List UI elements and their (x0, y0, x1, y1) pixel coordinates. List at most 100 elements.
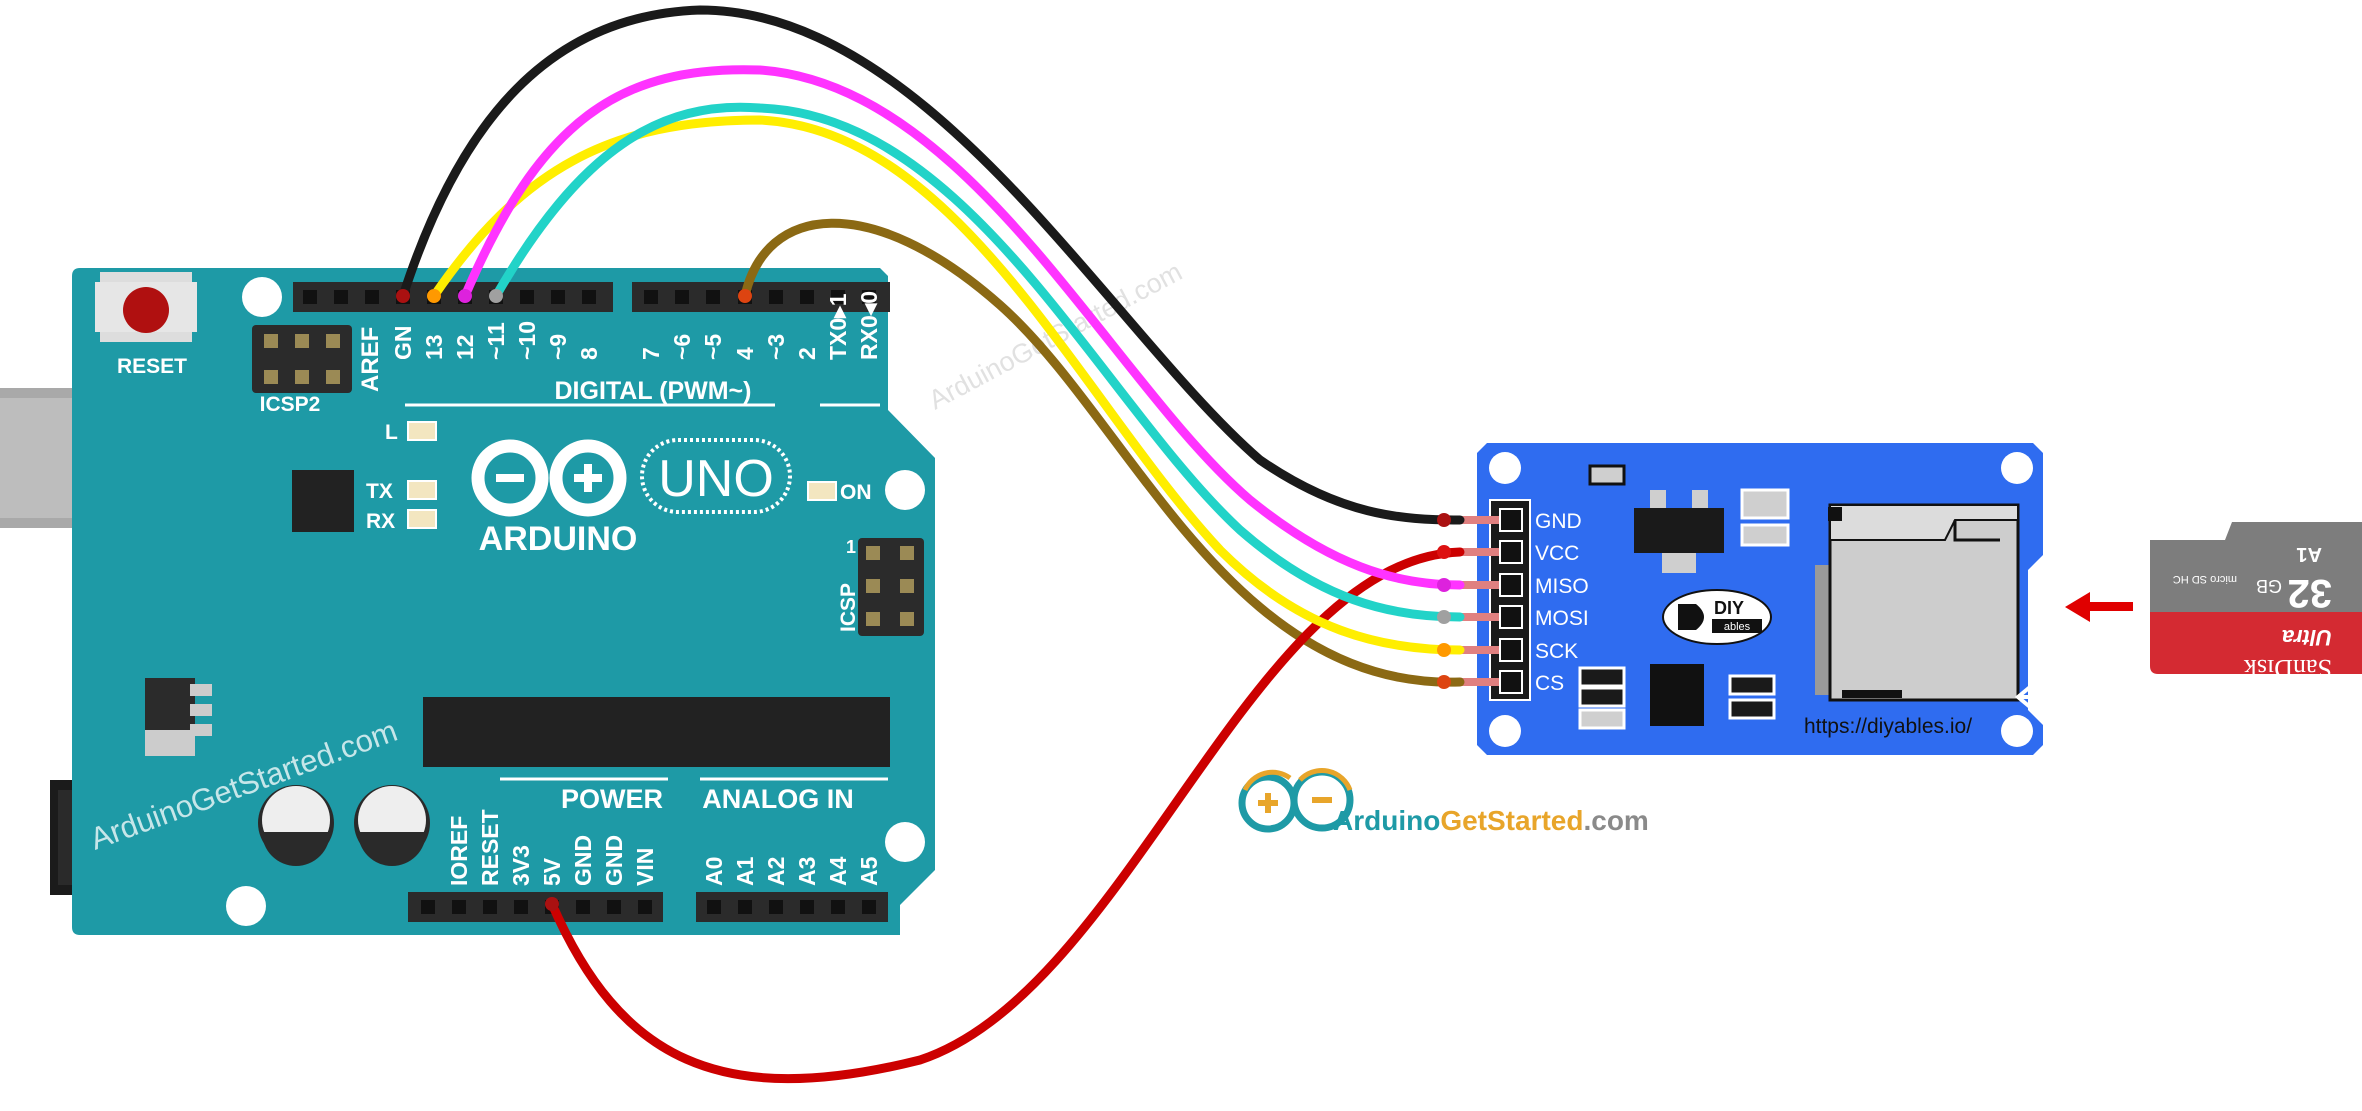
digital-pin-label: GN (390, 326, 416, 361)
analog-pin-label: A4 (825, 856, 851, 886)
mount-hole (226, 886, 266, 926)
module-pin (1499, 508, 1523, 532)
icsp-pin1-label: 1 (846, 537, 856, 557)
module-pin-lead (1446, 548, 1510, 556)
digital-pin-label: ~11 (483, 322, 509, 360)
analog-pin-label: A2 (763, 857, 789, 886)
logo-text-started: Started (1487, 805, 1583, 836)
reset-label: RESET (117, 355, 187, 378)
analog-pin-label: A1 (732, 856, 758, 886)
module-pin-header (1489, 499, 1531, 701)
module-pin-label: MOSI (1535, 607, 1589, 630)
analog-label: ANALOG IN (702, 784, 854, 814)
aref-label: AREF (357, 327, 384, 392)
module-pin-lead (1446, 581, 1510, 589)
wire-red (547, 547, 1465, 1084)
digital-pin-label: RX0◂0 (856, 291, 882, 360)
analog-pin-label: A5 (856, 856, 882, 886)
usb-chip (292, 470, 354, 532)
module-hole (2001, 452, 2033, 484)
micro-sd-card: SanDisk Ultra 32 GB A1 micro SD HC (2150, 522, 2362, 683)
sd-card-line: Ultra (2282, 625, 2332, 650)
module-pin-lead (1446, 516, 1510, 524)
led-l (407, 421, 437, 441)
insert-arrow (2065, 592, 2133, 622)
module-pin-lead (1446, 613, 1510, 621)
led-rx-label: RX (366, 510, 395, 533)
module-pin-label: SCK (1535, 640, 1578, 663)
power-pin-label: GND (570, 835, 596, 886)
power-pin-label: RESET (477, 809, 503, 886)
mount-hole (885, 470, 925, 510)
module-pin-lead (1446, 678, 1510, 686)
logo-text-get: Get (1440, 805, 1487, 836)
smd-component (1728, 674, 1776, 696)
smd-component (1578, 666, 1626, 688)
sd-card-unit: GB (2256, 576, 2282, 596)
module-hole (1489, 452, 1521, 484)
sd-card-brand: SanDisk (2244, 654, 2332, 683)
digital-pin-label: 4 (732, 347, 758, 360)
capacitor (354, 785, 430, 866)
digital-pin-label: 8 (576, 347, 602, 360)
analog-pin-label: A3 (794, 857, 820, 886)
module-pin-label: GND (1535, 510, 1582, 533)
led-on (807, 481, 837, 501)
wire-black (398, 5, 1465, 525)
icsp2-label: ICSP2 (260, 393, 321, 416)
module-hole (1489, 715, 1521, 747)
analog-pin-label: A0 (701, 857, 727, 886)
digital-pin-label: ~9 (545, 334, 571, 360)
insert-arrow-small (2014, 685, 2042, 709)
icsp-header (858, 538, 924, 636)
smd-component (1578, 686, 1626, 708)
capacitor (258, 785, 334, 866)
smd-component (1740, 523, 1790, 547)
digital-pin-label: ~10 (514, 321, 540, 360)
module-url: https://diyables.io/ (1804, 715, 1972, 738)
power-pin-label: 3V3 (508, 845, 534, 886)
uno-badge (640, 438, 792, 514)
sd-card-capacity: 32 (2288, 571, 2333, 615)
mount-hole (242, 277, 282, 317)
digital-pin-label: TX0▸1 (825, 293, 851, 360)
arduino-logo (471, 439, 627, 517)
power-header (408, 892, 888, 922)
icsp-label: ICSP (837, 583, 860, 632)
power-pin-label: IOREF (446, 816, 472, 886)
logo-text-com: .com (1583, 805, 1648, 836)
wire-magenta (460, 65, 1465, 590)
digital-pin-label: 13 (421, 334, 447, 360)
arduino-brand: ARDUINO (479, 520, 638, 558)
atmega-chip (423, 697, 890, 767)
module-pin (1499, 540, 1523, 564)
arduinogetstarted-logo: ArduinoGetStarted.com (1238, 768, 1649, 836)
digital-label: DIGITAL (PWM~) (555, 377, 752, 405)
digital-pin-label: 7 (638, 347, 664, 360)
sd-card-type: micro SD HC (2173, 573, 2237, 585)
module-pin (1499, 638, 1523, 662)
digital-pin-label: 12 (452, 334, 478, 360)
regulator-chip (1634, 490, 1724, 573)
module-hole (2001, 715, 2033, 747)
led-l-label: L (385, 421, 398, 444)
module-pin-label: CS (1535, 672, 1564, 695)
digital-header (293, 282, 890, 312)
power-pin-label: VIN (632, 848, 658, 886)
led-tx (407, 480, 437, 500)
module-pin-label: VCC (1535, 542, 1579, 565)
wires (396, 5, 1465, 1084)
module-pin (1499, 605, 1523, 629)
digital-pin-label: ~5 (700, 334, 726, 360)
reset-button[interactable] (95, 272, 197, 342)
diyables-logo: DIY ables (1662, 589, 1772, 645)
power-pin-label: 5V (539, 857, 565, 886)
led-on-label: ON (840, 481, 872, 504)
led-tx-label: TX (366, 480, 393, 503)
led-rx (407, 509, 437, 529)
module-pin-lead (1446, 646, 1510, 654)
power-label: POWER (561, 784, 663, 814)
mount-hole (885, 822, 925, 862)
module-pin-label: MISO (1535, 575, 1589, 598)
